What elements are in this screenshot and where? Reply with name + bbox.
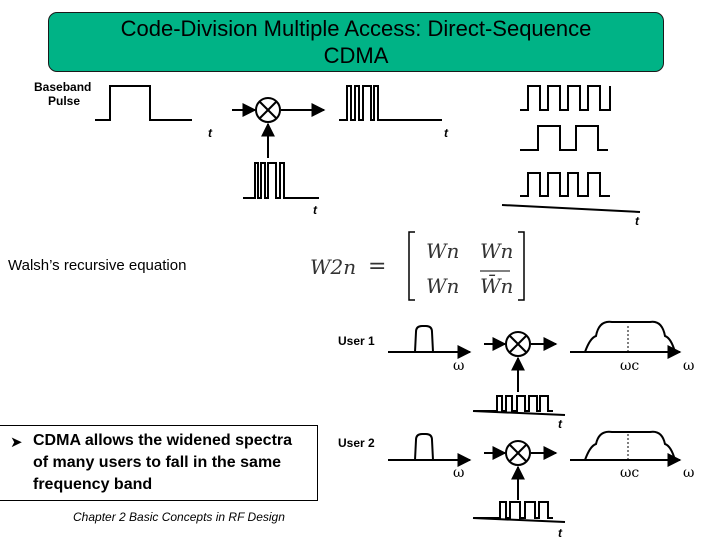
baseband-pulse-plot (95, 85, 192, 121)
walsh-lhs: W2n (310, 255, 356, 279)
walsh-matrix-cell: Wn (426, 274, 459, 298)
user2-spectrum-plot (570, 430, 682, 467)
user2-pulse-plot (388, 433, 472, 467)
walsh-equals: = (368, 254, 386, 279)
time-axis-label: t (558, 417, 563, 431)
user2-code-plot (472, 501, 566, 523)
time-axis-label: t (208, 126, 213, 140)
spread-signal-plot (339, 85, 442, 121)
mixer-icon-top (255, 97, 281, 123)
freq-axis-label: ω (453, 465, 464, 481)
carrier-label: ωc (620, 358, 639, 374)
arrow-bullet-icon: ➤ (10, 433, 23, 451)
baseband-label-line-1: Baseband (34, 80, 91, 94)
time-axis-label: t (635, 214, 640, 228)
user1-code-plot (472, 395, 566, 416)
mixer-icon-user1 (505, 331, 531, 357)
freq-axis-label: ω (683, 358, 694, 374)
mixer-icon-user2 (505, 440, 531, 466)
bullet-text: CDMA allows the widened spectra of many … (33, 432, 293, 493)
user2-label: User 2 (338, 436, 375, 450)
slide-title-line-2: CDMA (323, 43, 389, 68)
freq-axis-label: ω (683, 465, 694, 481)
baseband-label-line-2: Pulse (48, 94, 80, 108)
user1-pulse-plot (388, 325, 472, 359)
walsh-matrix-brackets (408, 231, 525, 301)
time-axis-label: t (558, 526, 563, 540)
slide-footer: Chapter 2 Basic Concepts in RF Design (73, 510, 285, 524)
walsh-equation-label: Walsh’s recursive equation (8, 257, 187, 274)
carrier-label: ωc (620, 465, 639, 481)
walsh-matrix-cell: W̄n (480, 273, 513, 298)
time-axis-label: t (313, 203, 318, 217)
time-axis-label: t (444, 126, 449, 140)
slide-title: Code-Division Multiple Access: Direct-Se… (48, 12, 664, 72)
pn-code-plot (243, 162, 319, 199)
bullet-box (0, 425, 318, 501)
user1-label: User 1 (338, 334, 375, 348)
slide-title-line-1: Code-Division Multiple Access: Direct-Se… (120, 16, 592, 41)
user1-spectrum-plot (570, 320, 682, 359)
walsh-codes-plot (501, 85, 641, 213)
walsh-matrix-cell: Wn (426, 239, 459, 263)
freq-axis-label: ω (453, 358, 464, 374)
walsh-matrix-cell: Wn (480, 239, 513, 263)
